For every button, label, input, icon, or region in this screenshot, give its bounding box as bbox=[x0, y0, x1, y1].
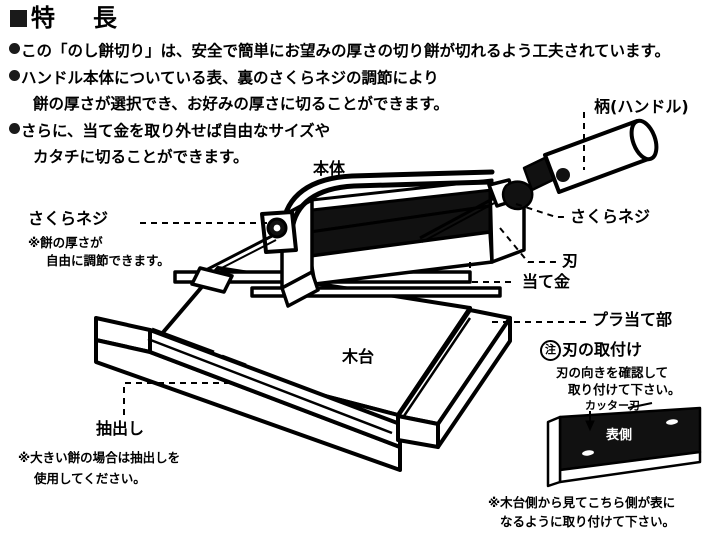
list-item: さらに、当て金を取り外せば自由なサイズや カタチに切ることができます。 bbox=[9, 118, 715, 170]
circle-bullet-icon bbox=[9, 123, 20, 134]
callout-blade: 刃 bbox=[562, 251, 579, 270]
blade-notice-heading: 注刃の取付け bbox=[540, 340, 642, 361]
feature-text: 餅の厚さが選択でき、お好みの厚さに切ることができます。 bbox=[33, 95, 449, 113]
page-title-text: 特 長 bbox=[31, 4, 124, 32]
blade-detail-illustration bbox=[546, 406, 702, 488]
blade-notice-footnote-1: ※木台側から見てこちら側が表に bbox=[488, 495, 676, 510]
callout-sakura-screw-left-note-2: 自由に調節できます。 bbox=[46, 253, 170, 268]
drawer-illustration bbox=[94, 316, 402, 472]
handle-bracket-illustration bbox=[280, 169, 495, 233]
feature-text: この「のし餅切り」は、安全で簡単にお望みの厚さの切り餅が切れるよう工夫されていま… bbox=[21, 42, 670, 60]
list-item: ハンドル本体についている表、裏のさくらネジの調節により 餅の厚さが選択でき、お好… bbox=[9, 65, 715, 117]
callout-sakura-screw-left-note-1: ※餅の厚さが bbox=[28, 235, 103, 250]
callout-body: 本体 bbox=[313, 159, 346, 178]
callout-sakura-screw-right: さくらネジ bbox=[570, 207, 651, 226]
circle-bullet-icon bbox=[9, 43, 20, 54]
blade-detail-label: カッター刃 bbox=[585, 399, 640, 412]
square-bullet-icon bbox=[10, 9, 27, 27]
pivot-hinge-illustration bbox=[190, 210, 298, 294]
callout-wood-base: 木台 bbox=[342, 347, 375, 366]
callout-plastic-guard: プラ当て部 bbox=[592, 310, 673, 329]
list-item: この「のし餅切り」は、安全で簡単にお望みの厚さの切り餅が切れるよう工夫されていま… bbox=[9, 38, 715, 64]
blade-notice-footnote-2: なるように取り付けて下さい。 bbox=[500, 514, 676, 529]
circle-bullet-icon bbox=[9, 70, 20, 81]
feature-list: この「のし餅切り」は、安全で簡単にお望みの厚さの切り餅が切れるよう工夫されていま… bbox=[9, 38, 715, 171]
main-body-illustration bbox=[280, 178, 526, 308]
callout-drawer: 抽出し bbox=[96, 419, 145, 438]
cutter-arm-illustration bbox=[173, 270, 502, 298]
page-title: 特 長 bbox=[10, 6, 124, 30]
caution-mark-icon: 注 bbox=[540, 340, 561, 361]
adjust-screw-illustration bbox=[419, 178, 534, 243]
feature-text: カタチに切ることができます。 bbox=[33, 148, 249, 166]
blade-notice-line-2: 取り付けて下さい。 bbox=[568, 382, 681, 397]
feature-text: さらに、当て金を取り外せば自由なサイズや bbox=[21, 122, 331, 140]
callout-backing-metal: 当て金 bbox=[522, 272, 571, 291]
feature-text: ハンドル本体についている表、裏のさくらネジの調節により bbox=[21, 69, 439, 87]
callout-handle: 柄(ハンドル) bbox=[594, 97, 689, 116]
blade-face-text: 表側 bbox=[606, 428, 633, 443]
blade-notice-heading-text: 刃の取付け bbox=[562, 340, 643, 359]
wood-base-illustration bbox=[146, 266, 472, 443]
callout-sakura-screw-left: さくらネジ bbox=[28, 209, 109, 228]
plastic-guard-illustration bbox=[396, 308, 512, 449]
callout-drawer-note-2: 使用してください。 bbox=[34, 471, 146, 486]
blade-notice-line-1: 刃の向きを確認して bbox=[556, 365, 669, 380]
callout-drawer-note-1: ※大きい餅の場合は抽出しを bbox=[18, 450, 181, 465]
